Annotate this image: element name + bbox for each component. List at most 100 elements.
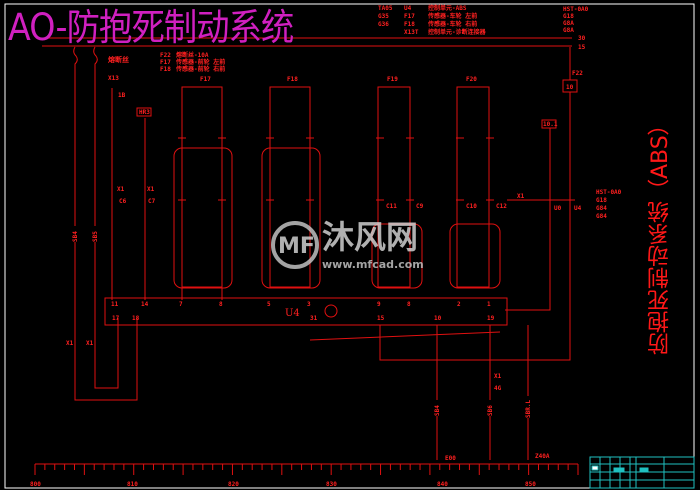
legend-id: F17 [404,13,415,20]
wire-label: C12 [496,203,507,210]
ruler-label: 830 [326,481,337,488]
label-gap [91,226,99,242]
label-gap [433,400,441,416]
right-label: G18 [596,197,607,204]
wire-label-sb6: SB6 [487,405,494,416]
wire-left-1 [73,46,138,401]
u4-pin-top: 9 [377,301,381,308]
x1-label: X1 [517,193,525,200]
k10-label: 10.1 [543,121,558,128]
legend-id: X13T [404,29,419,36]
legend-code: G35 [378,13,389,20]
u4-pin-bottom: 18 [132,315,140,322]
legend-desc: 传感器-前轮 左前 [175,58,225,66]
relay-f17 [173,86,233,300]
wire-label: X1 [494,373,502,380]
bottom-label: E00 [445,455,456,462]
wire-label: X1 [117,186,125,193]
right-label: G84 [596,213,607,220]
title-block [589,456,695,489]
u4-pin-bottom: 15 [377,315,385,322]
wire-label: X1 [86,340,94,347]
relay-f18 [261,86,321,289]
drawing-border [4,3,695,489]
watermark-text: 沐风网 [322,218,419,256]
legend-code: G36 [378,21,389,28]
relay-label-f19: F19 [387,76,398,83]
relay-f19 [371,86,423,289]
fuse-value: 10 [566,84,574,91]
label-gap [486,400,494,416]
wire-right [379,47,571,361]
side-title: 防抱死制动系统（ABS） [648,113,673,355]
legend-code: F22 [160,52,171,59]
wire-label: X1 [147,186,155,193]
wire-label-sb4-lower: SB4 [434,405,441,416]
legend-right: G18 [563,13,574,20]
x13-label: X13 [108,75,119,82]
relay-label-f17: F17 [200,76,211,83]
hr3-box [136,107,152,117]
u4-pin-top: 5 [267,301,271,308]
bus-label-30: 30 [578,35,586,42]
legend-desc: 传感器-前轮 右前 [175,65,225,73]
watermark-url: www.mfcad.com [322,258,424,271]
legend-right: HST-0A0 [563,6,589,13]
wire-label: C6 [119,198,127,205]
fuse-label: 熔断丝 [108,55,129,64]
label-gap [71,226,79,242]
wire-label: C11 [386,203,397,210]
legend-desc: 控制单元-诊断连接器 [428,28,487,36]
ground-symbol-icon [324,304,338,318]
ruler-label: 820 [228,481,239,488]
wire-x13 [111,88,146,300]
drawing-title: AO-防抱死制动系统 [8,6,294,49]
wire-lower [309,325,529,460]
legend-id: U4 [404,5,412,12]
mf-logo-icon: MF [271,221,319,269]
ruler-label: 840 [437,481,448,488]
u4-pin-bottom: 10 [434,315,442,322]
u4-control-unit[interactable] [104,297,508,326]
u4-pin-top: 14 [141,301,149,308]
u4-pin-bottom: 19 [487,315,495,322]
wire-label: C7 [148,198,156,205]
legend-right: G8A [563,20,574,27]
fuse-f22-label: F22 [572,70,583,77]
legend-desc: 控制单元-ABS [428,4,467,12]
relay-f20 [449,86,501,289]
ruler-label: 850 [525,481,536,488]
wire-left-2 [93,46,119,389]
logo-text: MF [278,234,315,259]
legend-desc: 传感器-车轮 右前 [427,20,477,28]
ruler-label: 800 [30,481,41,488]
u4-pin-bottom: 31 [310,315,318,322]
wire-label: 4G [494,385,502,392]
ruler-label: 810 [127,481,138,488]
u4-pin-top: 1 [487,301,491,308]
bottom-label: Z40A [535,453,550,460]
legend-code: F17 [160,59,171,66]
legend-right: G8A [563,27,574,34]
u4-pin-top: 7 [179,301,183,308]
u0-label: U0 [554,205,562,212]
u4-pin-label: U4 [574,205,582,212]
wire-label-sb4: SB4 [72,231,79,242]
u4-pin-bottom: 17 [112,315,120,322]
bus-label-15: 15 [578,44,586,51]
legend-code: TA05 [378,5,393,12]
u4-pin-top: 8 [407,301,411,308]
wire-label: X1 [66,340,74,347]
1b-label: 1B [118,92,126,99]
legend-code: F18 [160,66,171,73]
label-gap [524,396,532,418]
legend-desc: 熔断丝-10A [176,51,209,59]
u4-pin-top: 2 [457,301,461,308]
hr3-label: HR3 [139,109,150,116]
wire-label-sbrl: SBR.L [525,400,532,418]
legend-desc: 传感器-车轮 左前 [427,12,477,20]
wire-label-sb5: SB5 [92,231,99,242]
ruler: 800 810 820 830 840 850 [30,463,579,488]
